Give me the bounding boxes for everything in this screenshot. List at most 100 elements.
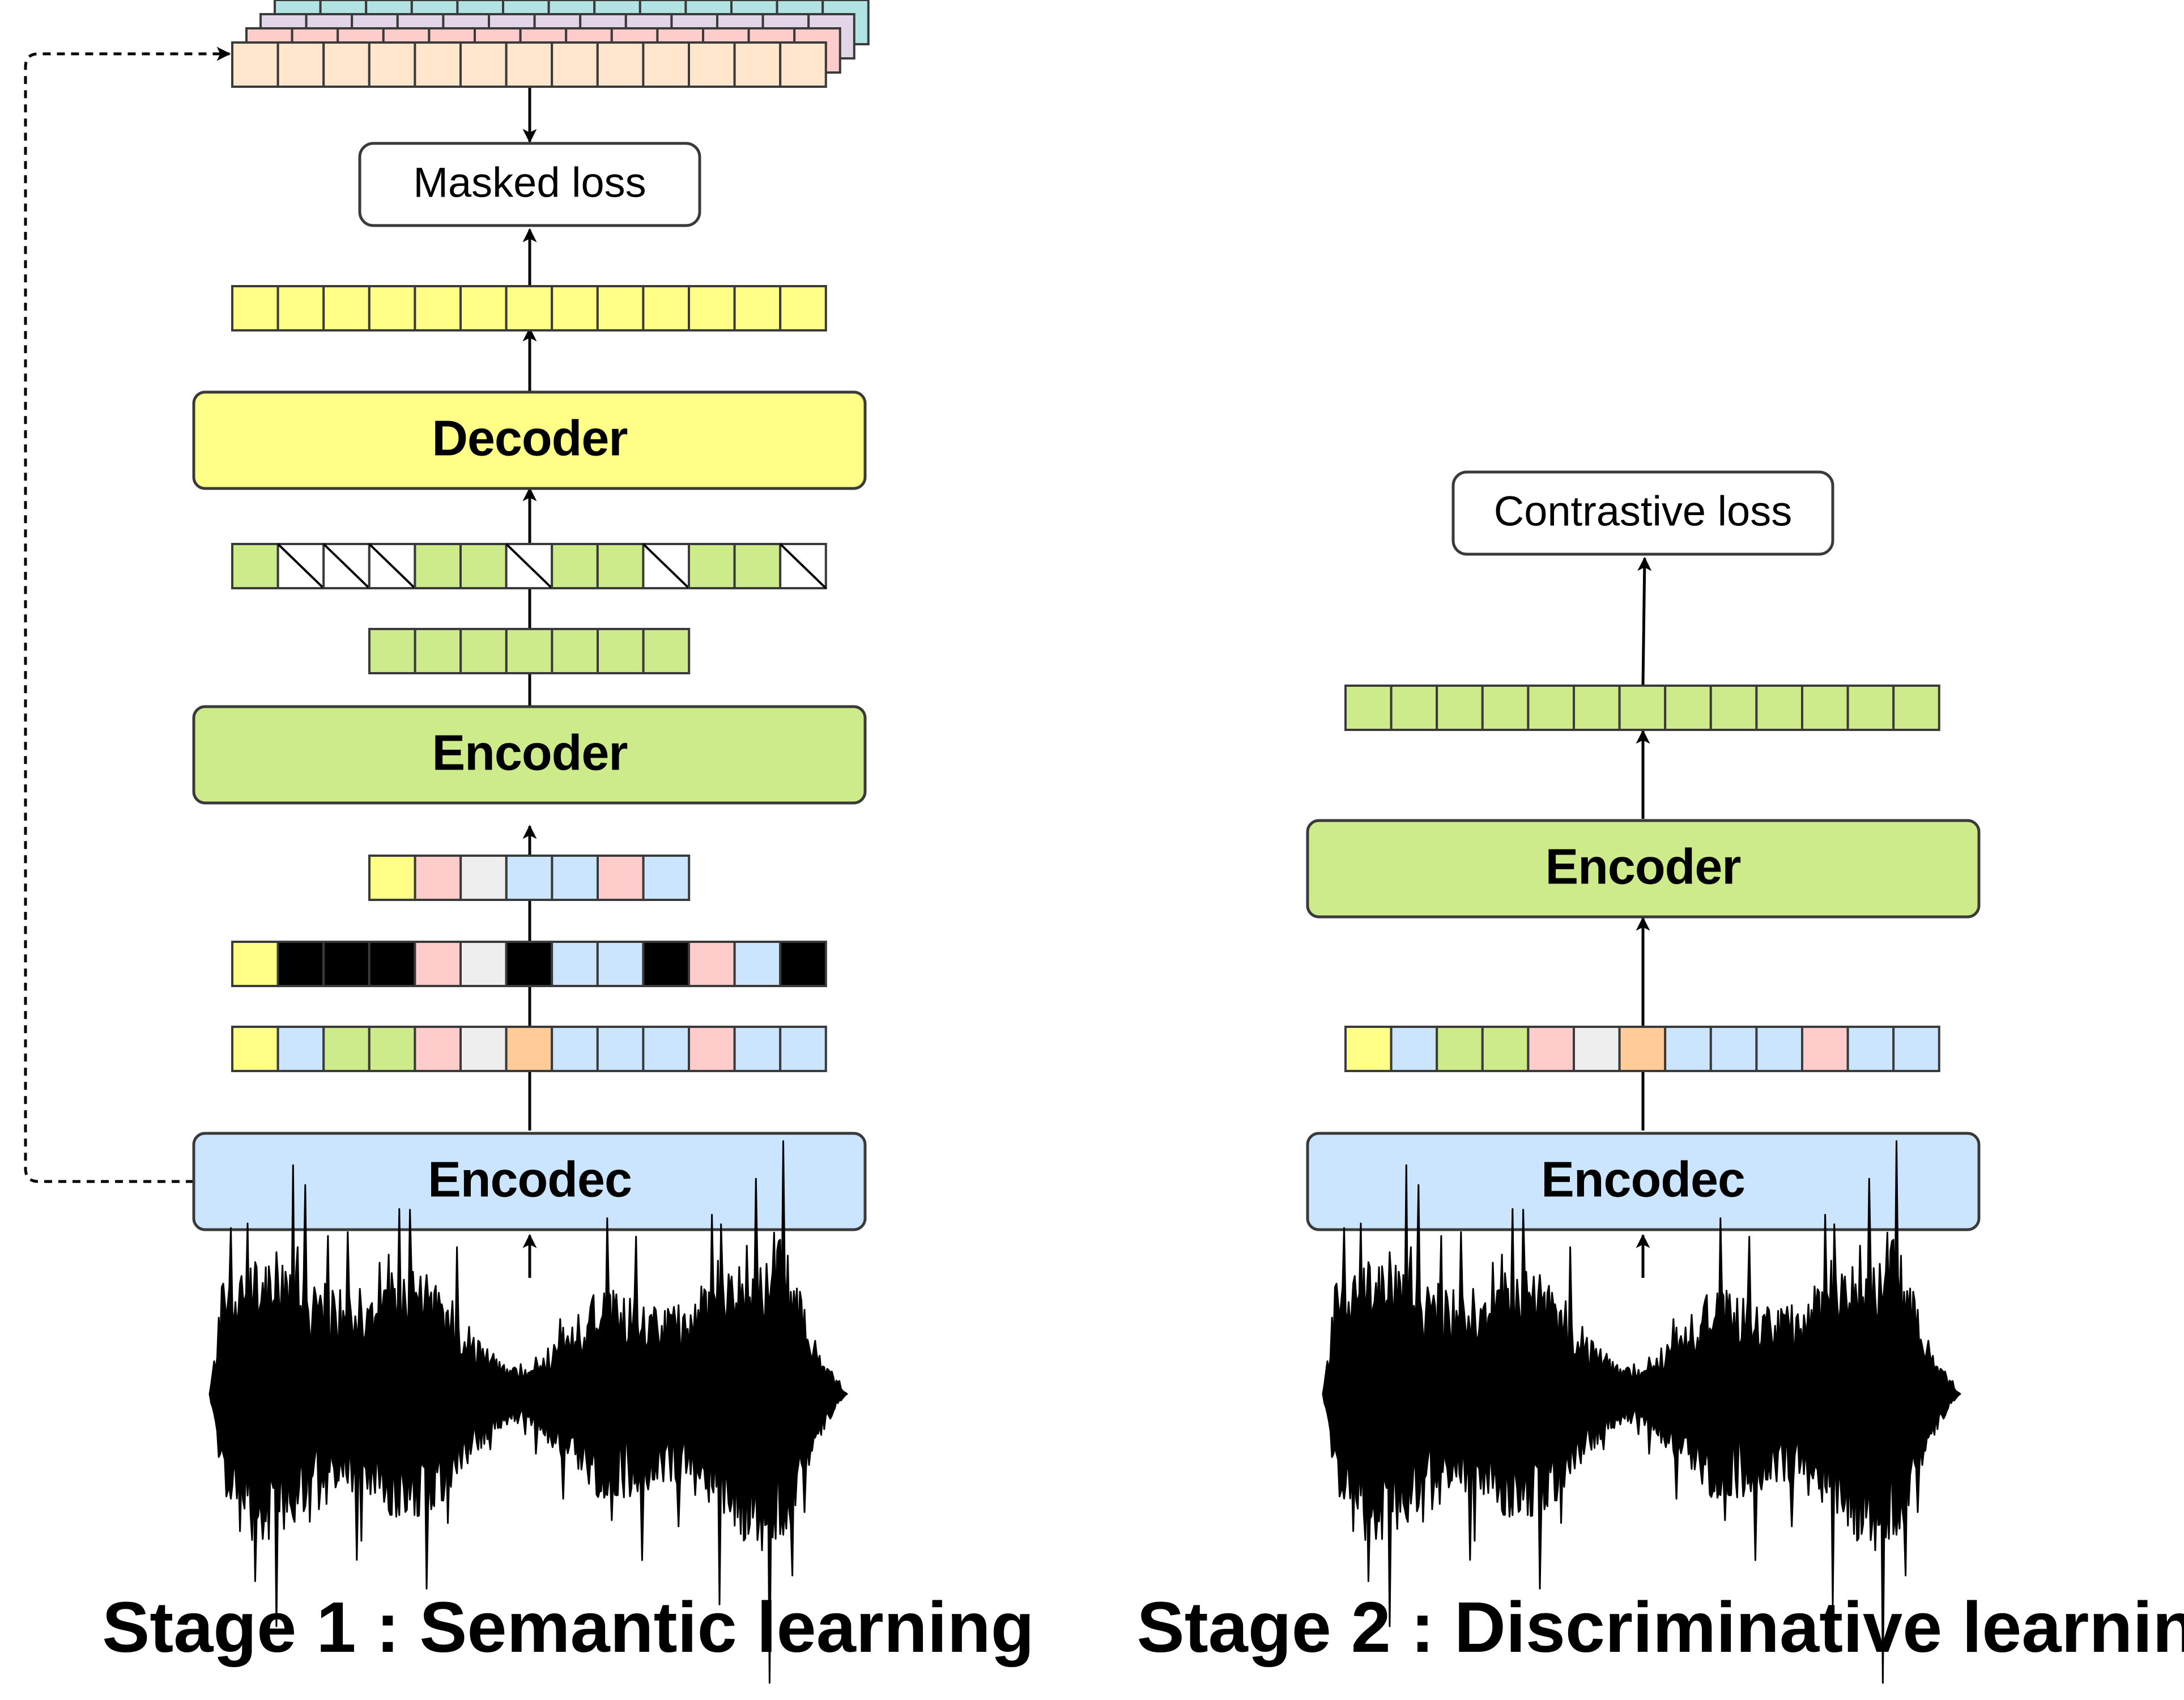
decoder-output-token-yellow (733, 285, 782, 332)
target-layer-token-peach (688, 41, 736, 88)
target-layer-token-peach (459, 41, 508, 88)
stage2-input-token-orange (1618, 1026, 1667, 1072)
stage2-input-token-green (1436, 1026, 1484, 1072)
decoder-output-token-yellow (642, 285, 691, 332)
stage2-encodec-box: Encodec (1306, 1132, 1981, 1231)
decoder-output-token-yellow (414, 285, 462, 332)
target-layer-token-peach (779, 41, 827, 88)
decoder-input-token-green (733, 543, 782, 589)
encoded-token-green (505, 628, 554, 674)
encoded-token-green (459, 628, 508, 674)
masked-token-mask (368, 941, 416, 987)
decoder-output-token-yellow (505, 285, 554, 332)
decoder-output-token-yellow (368, 285, 416, 332)
stage1-visible-tokens (368, 855, 691, 901)
stage1-encoder-box: Encoder (192, 705, 867, 805)
input-token-green (322, 1026, 371, 1072)
stage2-input-token-green (1481, 1026, 1530, 1072)
masked-token-mask (505, 941, 554, 987)
decoder-output-token-yellow (459, 285, 508, 332)
input-token-blue (596, 1026, 645, 1072)
target-layer-token-peach (733, 41, 782, 88)
stage2-input-token-blue (1892, 1026, 1940, 1072)
encoded-token-green (368, 628, 416, 674)
stage1-input-tokens (231, 1026, 827, 1072)
visible-token-gray (459, 855, 508, 901)
decoder-input-token-green (231, 543, 279, 589)
decoder-input-token-green (551, 543, 599, 589)
target-layer-token-peach (596, 41, 645, 88)
stage2-encoded-token-green (1801, 685, 1849, 731)
stage2-encoded-token-green (1755, 685, 1803, 731)
stage2-audio-waveform (1322, 1140, 1961, 1684)
input-token-orange (505, 1026, 554, 1072)
decoder-input-dropped-slash (642, 543, 690, 589)
stage2-encoded-token-green (1481, 685, 1530, 731)
stage2-encoded-token-green (1527, 685, 1575, 731)
target-layer-token-peach (642, 41, 691, 88)
stage2-encoded-token-green (1709, 685, 1758, 731)
encoded-token-green (414, 628, 462, 674)
target-layer-token-peach (414, 41, 462, 88)
stage2-encoded-token-green (1436, 685, 1484, 731)
stage1-target-token-stack (231, 0, 870, 88)
masked-loss-box: Masked loss (358, 142, 701, 227)
stage2-input-token-blue (1390, 1026, 1438, 1072)
target-layer-token-peach (231, 41, 279, 88)
visible-token-yellow (368, 855, 416, 901)
target-layer-token-peach (368, 41, 416, 88)
input-token-blue (733, 1026, 782, 1072)
decoder-input-token-green (414, 543, 462, 589)
stage2-input-token-blue (1709, 1026, 1758, 1072)
visible-token-blue (551, 855, 599, 901)
input-token-yellow (231, 1026, 279, 1072)
stage1-encodec-box: Encodec (192, 1132, 867, 1231)
stage1-masked-tokens (231, 941, 827, 987)
decoder-output-token-yellow (322, 285, 371, 332)
stage2-caption: Stage 2 : Discriminative learning (1137, 1587, 2184, 1667)
masked-loss-label: Masked loss (413, 159, 646, 206)
stage2-encoded-token-green (1344, 685, 1393, 731)
decoder-label: Decoder (432, 410, 627, 466)
input-token-pink (688, 1026, 736, 1072)
stage2-input-tokens (1344, 1026, 1940, 1072)
stage1-encoded-tokens (368, 628, 691, 674)
target-layer-token-peach (322, 41, 371, 88)
decoder-output-token-yellow (276, 285, 325, 332)
stage2-input-token-blue (1664, 1026, 1712, 1072)
stage1-caption: Stage 1 : Semantic learning (102, 1587, 1034, 1667)
stage2-connectors (1636, 556, 1652, 1278)
decoder-output-token-yellow (779, 285, 827, 332)
stage2-input-token-pink (1527, 1026, 1575, 1072)
target-layer-token-peach (505, 41, 554, 88)
decoder-input-dropped-slash (779, 543, 827, 589)
masked-token-pink (414, 941, 462, 987)
stage2-input-token-blue (1846, 1026, 1895, 1072)
stage1-decoder-input-tokens (231, 543, 827, 589)
stage2-encoded-token-green (1846, 685, 1895, 731)
stage2-arrow-tokens-to-loss (1637, 556, 1652, 686)
decoder-input-dropped-slash (505, 543, 553, 589)
contrastive-loss-box: Contrastive loss (1451, 470, 1834, 556)
decoder-output-token-yellow (231, 285, 279, 332)
stage2-panel: Contrastive loss Encoder Encodec Stage 2… (1137, 470, 2184, 1684)
decoder-input-token-green (459, 543, 508, 589)
decoder-output-token-yellow (551, 285, 599, 332)
visible-token-pink (597, 855, 645, 901)
decoder-input-dropped-slash (277, 543, 325, 589)
stage2-encoded-tokens (1344, 685, 1940, 731)
input-token-blue (779, 1026, 827, 1072)
stage1-audio-waveform (208, 1140, 848, 1684)
decoder-output-token-yellow (596, 285, 645, 332)
masked-token-mask (322, 941, 371, 987)
masked-token-mask (276, 941, 325, 987)
contrastive-loss-label: Contrastive loss (1494, 488, 1792, 535)
masked-token-gray (459, 941, 508, 987)
stage2-encoded-token-green (1664, 685, 1712, 731)
stage2-encoder-label: Encoder (1545, 838, 1740, 894)
stage1-decoder-output-tokens (231, 285, 827, 332)
target-layer-token-peach (276, 41, 325, 88)
visible-token-blue (505, 855, 554, 901)
stage2-encoded-token-green (1892, 685, 1940, 731)
